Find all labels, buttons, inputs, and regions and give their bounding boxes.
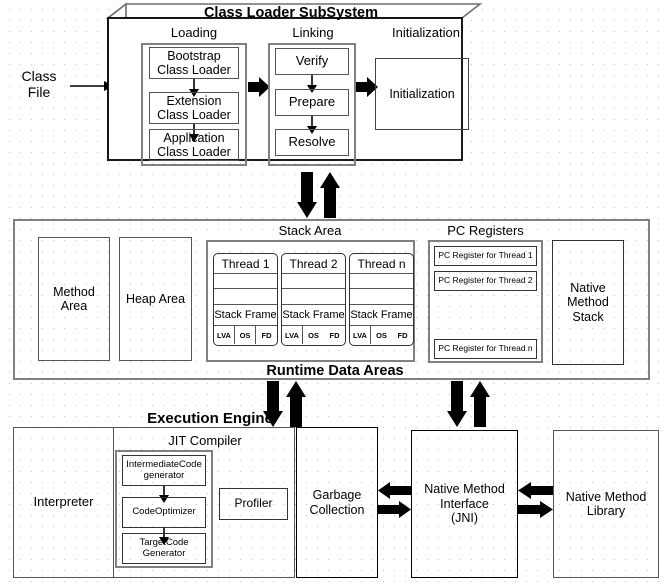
loading-to-linking-arrow [248, 77, 270, 97]
code-optimizer-box[interactable]: CodeOptimizer [122, 497, 206, 528]
target-code-generator-box[interactable]: TargetCode Generator [122, 533, 206, 564]
initialization-phase-title: Initialization [392, 25, 460, 40]
loading-phase-group [141, 43, 247, 166]
linking-to-initialization-arrow [356, 77, 378, 97]
thread-1-os-cell: OS [235, 326, 256, 344]
class-loader-title: Class Loader SubSystem [203, 5, 379, 21]
jni-up-arrow-right [470, 381, 490, 427]
gc-jni-left-arrow [378, 482, 411, 499]
bootstrap-class-loader-box[interactable]: Bootstrap Class Loader [149, 47, 239, 79]
thread-1-box[interactable]: Thread 1 Stack Frame LVA OS FD [213, 253, 278, 346]
gc-jni-right-arrow [378, 501, 411, 518]
execution-engine-title: Execution Engine [147, 410, 273, 427]
interpreter-box[interactable]: Interpreter [13, 427, 114, 578]
heap-area-box[interactable]: Heap Area [119, 237, 192, 361]
thread-2-label: Thread 2 [282, 254, 345, 274]
linking-arrow-2 [307, 116, 317, 134]
application-class-loader-box[interactable]: Application Class Loader [149, 129, 239, 161]
linking-phase-group [268, 43, 356, 166]
pc-registers-title: PC Registers [447, 223, 524, 238]
initialization-box[interactable]: Initialization [375, 58, 469, 130]
thread-n-label: Thread n [350, 254, 413, 274]
class-file-label: Class File [21, 68, 57, 101]
linking-phase-title: Linking [292, 25, 334, 40]
loading-phase-title: Loading [170, 25, 218, 40]
thread-2-empty-slot-1 [282, 274, 345, 289]
garbage-collection-box[interactable]: Garbage Collection [296, 427, 378, 578]
runtime-down-arrow-left [263, 381, 283, 427]
classloader-down-arrow [297, 172, 317, 218]
pc-register-thread-2[interactable]: PC Register for Thread 2 [434, 271, 537, 291]
pc-register-thread-n[interactable]: PC Register for Thread n [434, 339, 537, 359]
verify-box[interactable]: Verify [275, 48, 349, 75]
thread-1-stack-frame: Stack Frame [214, 305, 277, 326]
thread-2-os-cell: OS [308, 330, 319, 340]
runtime-data-areas-group [13, 219, 650, 380]
loading-arrow-1 [189, 79, 199, 97]
runtime-up-arrow-top [320, 172, 340, 218]
thread-n-empty-slot-1 [350, 274, 413, 289]
thread-1-empty-slot-1 [214, 274, 277, 289]
thread-2-lva-cell: LVA [282, 326, 303, 344]
pc-registers-group [428, 240, 543, 363]
profiler-box[interactable]: Profiler [219, 488, 288, 520]
stack-area-title: Stack Area [278, 223, 342, 238]
jni-library-left-arrow [518, 482, 553, 499]
jit-compiler-title: JIT Compiler [168, 433, 242, 448]
extension-class-loader-box[interactable]: Extension Class Loader [149, 92, 239, 124]
pc-register-thread-1[interactable]: PC Register for Thread 1 [434, 246, 537, 266]
thread-1-fd-cell: FD [261, 330, 272, 340]
native-method-library-box[interactable]: Native Method Library [553, 430, 659, 578]
thread-n-os-cell: OS [376, 330, 387, 340]
jit-compiler-group [115, 450, 213, 568]
intermediate-code-generator-box[interactable]: IntermediateCode generator [122, 455, 206, 486]
execution-up-arrow-left [286, 381, 306, 427]
prepare-box[interactable]: Prepare [275, 89, 349, 116]
thread-n-lva-cell: LVA [350, 326, 371, 344]
runtime-down-arrow-right [447, 381, 467, 427]
thread-1-lva-cell: LVA [214, 326, 235, 344]
thread-1-label: Thread 1 [214, 254, 277, 274]
thread-1-empty-slot-2 [214, 289, 277, 305]
thread-n-empty-slot-2 [350, 289, 413, 305]
thread-2-fd-cell: FD [329, 330, 340, 340]
stack-area-group [206, 240, 415, 362]
thread-2-box[interactable]: Thread 2 Stack Frame LVA OS FD [281, 253, 346, 346]
native-method-stack-box[interactable]: Native Method Stack [552, 240, 624, 365]
resolve-box[interactable]: Resolve [275, 129, 349, 156]
method-area-box[interactable]: Method Area [38, 237, 110, 361]
thread-2-empty-slot-2 [282, 289, 345, 305]
runtime-data-areas-title: Runtime Data Areas [266, 363, 404, 379]
thread-n-stack-frame: Stack Frame [350, 305, 413, 326]
thread-2-stack-frame: Stack Frame [282, 305, 345, 326]
thread-n-fd-cell: FD [397, 330, 408, 340]
thread-n-box[interactable]: Thread n Stack Frame LVA OS FD [349, 253, 414, 346]
jni-library-right-arrow [518, 501, 553, 518]
native-method-interface-box[interactable]: Native Method Interface (JNI) [411, 430, 518, 578]
